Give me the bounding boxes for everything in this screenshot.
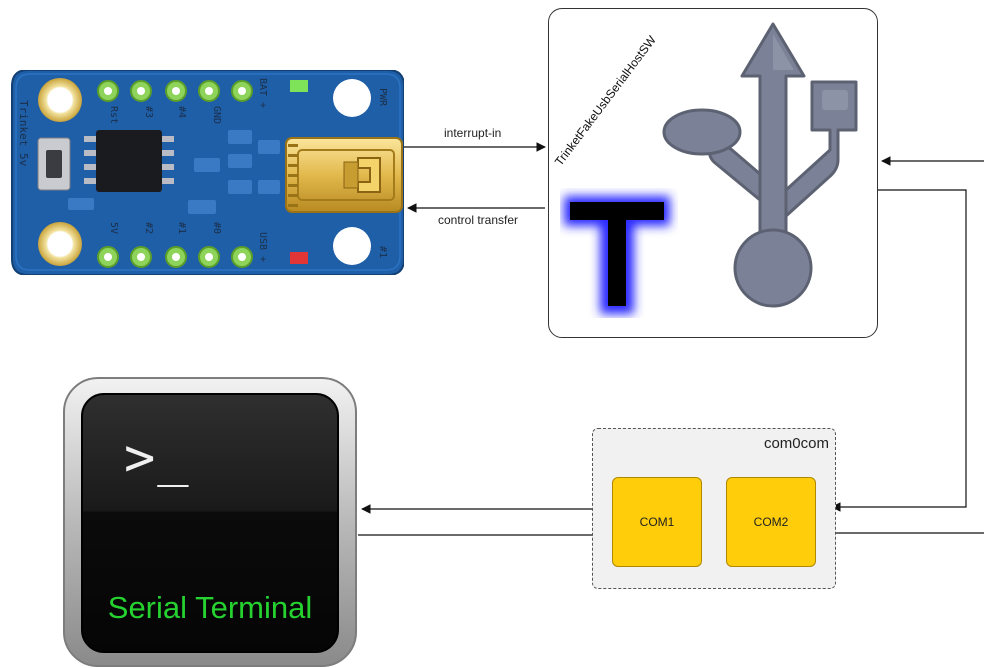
usb-icon (662, 22, 858, 308)
com1-port: COM1 (612, 477, 702, 567)
pin-label-top: BAT + (257, 78, 268, 108)
usb-connector (285, 137, 403, 213)
pin-label-bottom: #1 (176, 222, 187, 234)
mount-hole (333, 79, 371, 117)
mount-hole (38, 78, 82, 122)
microcontroller-chip (96, 130, 162, 192)
pin-pads-top (97, 80, 253, 102)
control-transfer-label: control transfer (438, 213, 519, 227)
pin-label-top: Rst (108, 106, 119, 124)
mount-hole (38, 222, 82, 266)
pin-label-bottom: #0 (211, 222, 222, 234)
com0com-label: com0com (763, 435, 829, 452)
com2-port: COM2 (726, 477, 816, 567)
terminal-label: Serial Terminal (107, 590, 313, 625)
terminal-prompt: >_ (124, 428, 191, 488)
interrupt-in-label: interrupt-in (444, 126, 502, 140)
terminal-icon (63, 377, 357, 667)
pin-label-bottom: #2 (143, 222, 154, 234)
power-led (290, 80, 308, 92)
t-logo (564, 196, 670, 314)
pwr-label: PWR (377, 88, 388, 107)
status-led (290, 252, 308, 264)
pin-label-top: #3 (143, 106, 154, 118)
trinket-board: BAT + GND #4 #3 Rst USB + #0 #1 #2 5V PW… (11, 70, 404, 275)
pin1-label: #1 (377, 246, 388, 258)
pin-label-top: GND (211, 106, 222, 124)
board-side-label: Trinket 5v (17, 100, 30, 167)
pin-label-bottom: 5V (108, 222, 119, 234)
pin-label-bottom: USB + (257, 232, 268, 262)
pin-label-top: #4 (176, 106, 187, 118)
mount-hole (333, 227, 371, 265)
